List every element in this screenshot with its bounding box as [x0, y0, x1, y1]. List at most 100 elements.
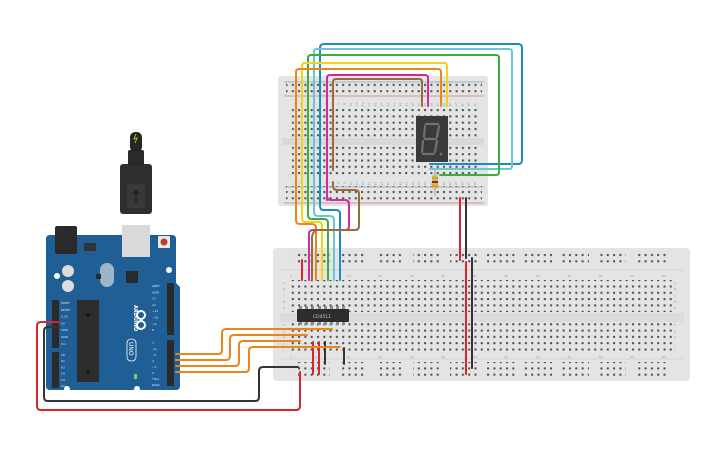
digital-pin-label: ~5: [152, 353, 157, 357]
column-number: 28: [460, 103, 464, 107]
power-header[interactable]: [52, 300, 59, 348]
digital-pin-label: 4: [152, 359, 154, 363]
atmega-chip: [77, 300, 99, 382]
column-number: 22: [423, 103, 427, 107]
column-tick: 25: [441, 274, 445, 278]
column-number: 27: [454, 182, 458, 186]
arduino-model: UNO: [127, 342, 134, 356]
usb-icon: [132, 190, 140, 203]
column-number: 26: [448, 103, 452, 107]
wire-orange[interactable]: [295, 68, 442, 201]
wire-blue[interactable]: [319, 43, 523, 201]
usb-cable-end: [130, 132, 142, 152]
power-jack: [55, 226, 77, 254]
column-tick: 50: [599, 355, 603, 359]
row-letter: F: [674, 323, 676, 327]
digital-pin-label: ~11: [152, 309, 158, 313]
column-number: 29: [467, 182, 471, 186]
analog-pin-label: A1: [61, 359, 65, 363]
wire-brown-down[interactable]: [311, 181, 360, 281]
column-number: 10: [349, 182, 353, 186]
wire-magenta-down[interactable]: [308, 189, 350, 281]
arduino-logo: [136, 310, 146, 330]
wire-black-gnd[interactable]: [43, 326, 299, 402]
row-letter: J: [282, 348, 284, 352]
column-tick: 45: [567, 355, 571, 359]
wire-light-blue[interactable]: [313, 48, 513, 201]
row-letter: H: [283, 336, 285, 340]
power-pin-label: Vin: [61, 342, 66, 346]
wire-yellow-down[interactable]: [301, 199, 323, 281]
voltage-regulator: [84, 243, 96, 251]
row-letter: E: [283, 306, 285, 310]
row-letter: D: [283, 300, 286, 304]
chip-dot: [86, 370, 90, 374]
column-tick: 45: [567, 274, 571, 278]
row-letter: I: [283, 342, 284, 346]
digital-header-high[interactable]: [167, 283, 174, 335]
row-letter: H: [674, 336, 676, 340]
wire-orange-d2[interactable]: [175, 346, 341, 373]
column-number: 29: [467, 103, 471, 107]
column-number: 16: [386, 182, 390, 186]
wire-red-5v[interactable]: [36, 321, 301, 411]
power-pin-label: 5V: [61, 321, 66, 325]
column-number: 13: [367, 182, 371, 186]
row-letter: J: [673, 348, 675, 352]
column-number: 11: [355, 103, 359, 107]
capacitor: [62, 265, 74, 277]
wire-orange-d3[interactable]: [175, 340, 301, 367]
wire-brown[interactable]: [332, 78, 423, 171]
row-letter: I: [674, 342, 675, 346]
cd4511-chip[interactable]: CD4511: [297, 306, 349, 325]
wire-light-blue-down[interactable]: [313, 199, 335, 281]
usb-chip: [126, 271, 138, 283]
column-number: 30: [473, 103, 477, 107]
column-number: 28: [460, 182, 464, 186]
wire-blue-down[interactable]: [319, 199, 341, 281]
cable-highlight: [133, 133, 138, 144]
digital-pin-label: ~3: [152, 365, 157, 369]
power-pin-label: IOREF: [61, 301, 70, 305]
column-tick: 10: [347, 355, 351, 359]
seven-segment-display[interactable]: [416, 116, 448, 162]
crystal: [100, 263, 114, 287]
uno-badge: [126, 338, 137, 362]
column-number: 12: [361, 182, 365, 186]
chip-body: [297, 309, 349, 322]
column-number: 23: [429, 103, 433, 107]
column-tick: 25: [441, 355, 445, 359]
column-number: 21: [417, 103, 421, 107]
terminal-strip-upper: [288, 280, 672, 312]
power-pin-label: GND: [61, 335, 69, 339]
analog-header[interactable]: [52, 352, 59, 388]
wire-green-down[interactable]: [307, 199, 329, 281]
mounting-holes: [54, 267, 172, 392]
digital-pin-label: 7: [152, 341, 154, 345]
wire-orange-d4[interactable]: [175, 334, 308, 361]
digital-pin-label: AREF: [152, 284, 160, 288]
resistor[interactable]: [432, 170, 438, 196]
digital-header-low[interactable]: [167, 340, 174, 386]
wire-yellow[interactable]: [301, 62, 448, 201]
wire-green[interactable]: [307, 54, 500, 201]
analog-pin-label: A4: [61, 378, 65, 382]
resistor-band-1: [432, 177, 438, 179]
column-tick: 40: [536, 355, 540, 359]
wires[interactable]: [36, 43, 523, 411]
wire-orange-down[interactable]: [295, 199, 317, 281]
rail-gaps: [330, 252, 635, 376]
usb-cable[interactable]: [120, 132, 152, 214]
wire-orange-d5[interactable]: [175, 328, 333, 355]
column-number: 25: [442, 182, 446, 186]
wire-magenta[interactable]: [326, 74, 429, 201]
column-number: 21: [417, 182, 421, 186]
column-tick: 15: [378, 355, 382, 359]
digital-pin-label: GND: [152, 290, 160, 294]
column-number: 14: [374, 103, 378, 107]
chip-label: CD4511: [313, 314, 331, 320]
